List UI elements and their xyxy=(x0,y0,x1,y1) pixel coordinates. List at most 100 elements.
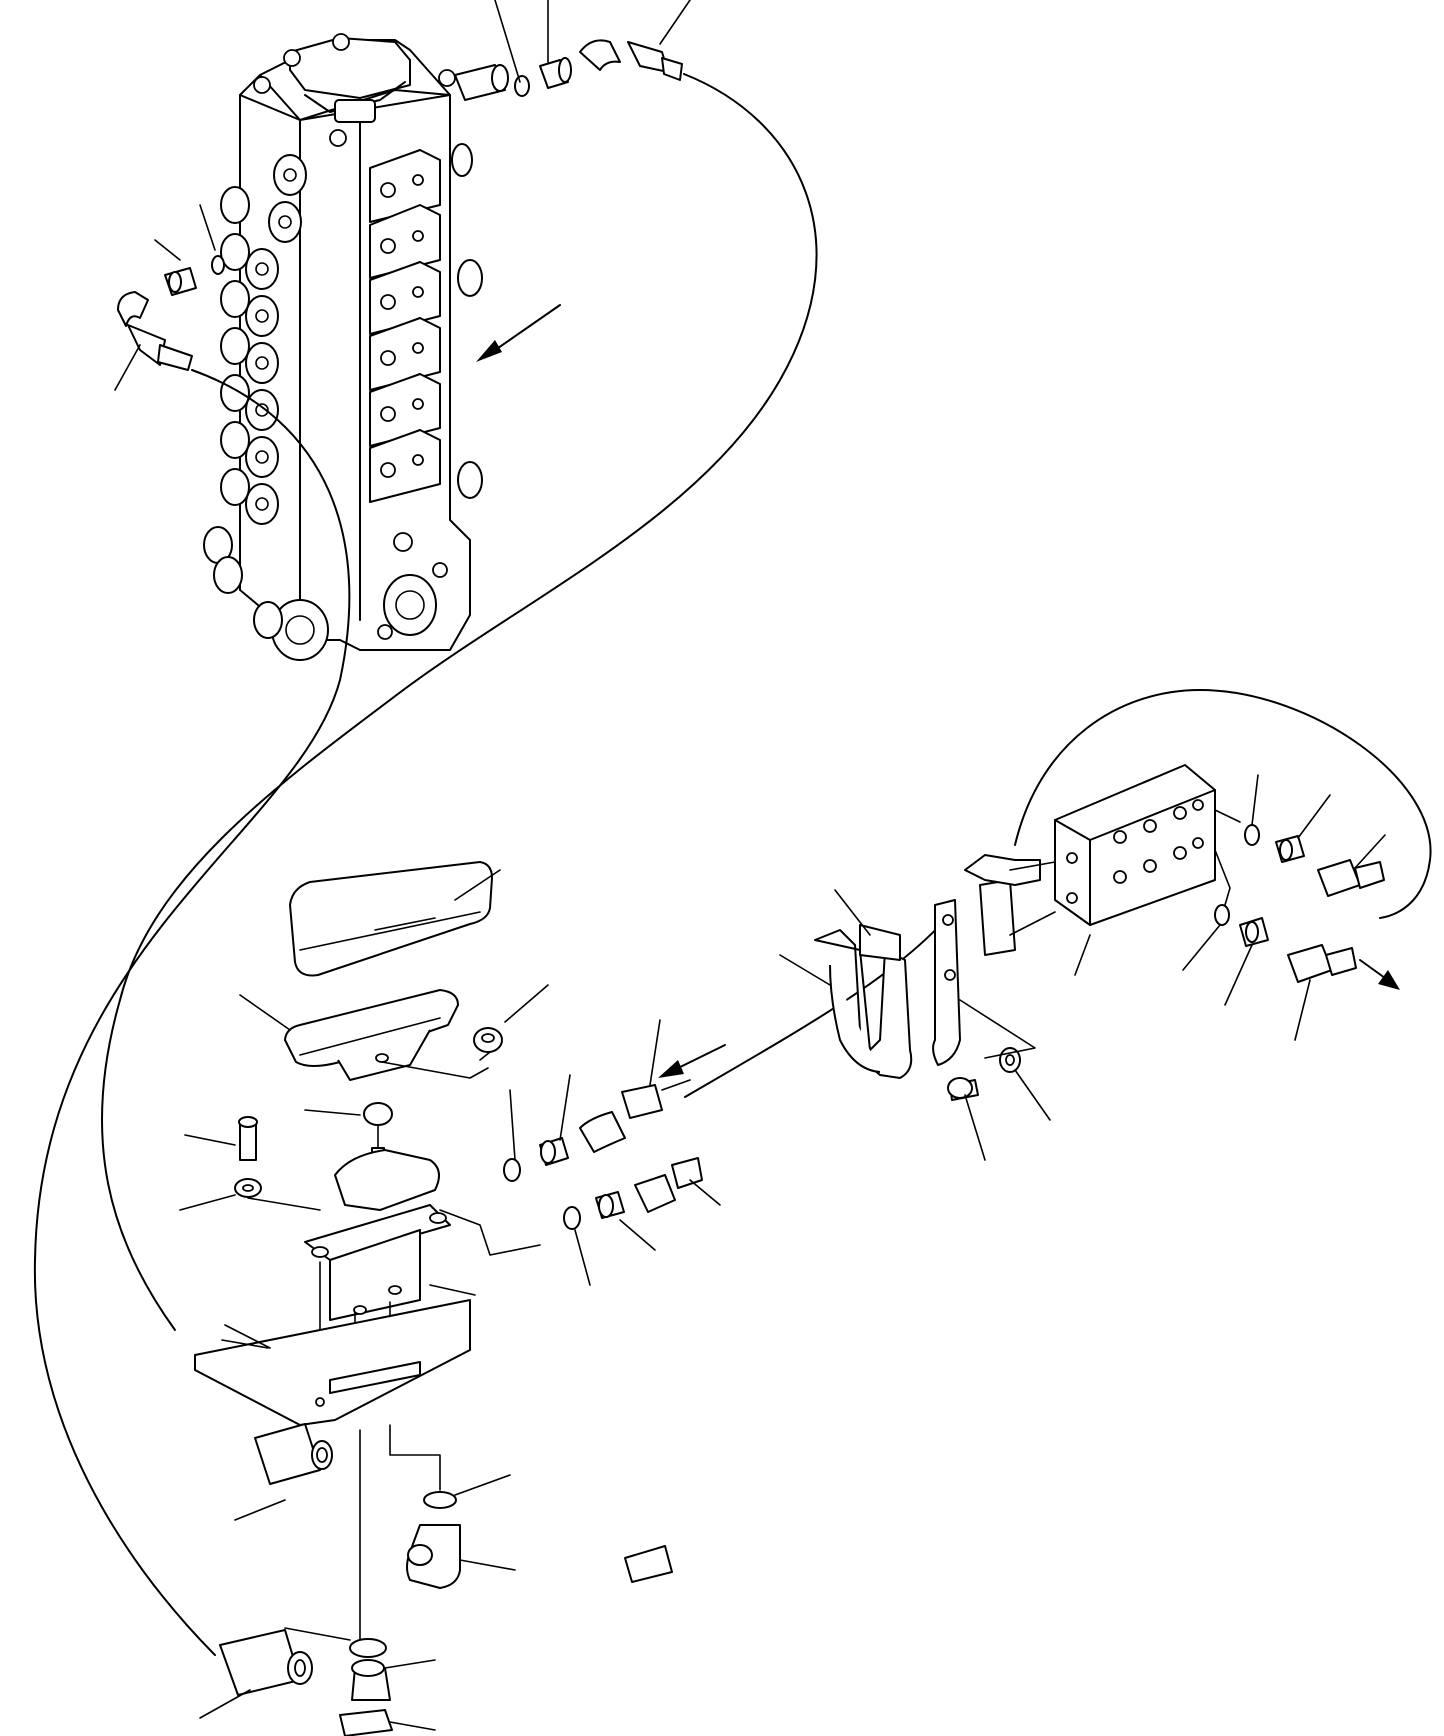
floor-plate xyxy=(194,1299,471,1426)
elbow-upper xyxy=(579,39,621,71)
clamp-bracket-assembly-part xyxy=(1005,1054,1015,1066)
junction-block-part xyxy=(1066,852,1078,864)
leader-lines-part xyxy=(454,869,501,901)
leader-lines-part xyxy=(494,0,521,83)
control-valve-part-part xyxy=(412,454,424,466)
elbow-lower-b xyxy=(339,1709,393,1736)
junction-block-part xyxy=(1009,911,1056,936)
leader-lines-part xyxy=(834,889,871,936)
control-valve-part-part xyxy=(220,374,250,412)
valve-left-fittings-part xyxy=(168,271,182,293)
clamp-bracket-assembly-part xyxy=(964,854,1041,886)
valve-upper-fittings-part xyxy=(661,57,683,81)
control-valve-part-part xyxy=(380,182,396,198)
control-valve-part-part xyxy=(220,468,250,506)
control-valve-part-part xyxy=(278,215,292,229)
lower-fittings xyxy=(219,1423,461,1736)
pedal-valve-fittings-part xyxy=(598,1194,614,1218)
leader-lines-part xyxy=(1224,944,1253,1006)
control-valve-part-part xyxy=(457,259,483,297)
pedal-assembly-part xyxy=(311,1246,329,1258)
leader-lines-part xyxy=(224,1324,271,1349)
control-valve-part xyxy=(393,532,413,552)
control-valve-part-part xyxy=(412,398,424,410)
lower-fittings-part xyxy=(351,1659,385,1677)
pedal-assembly-part xyxy=(299,1017,441,1056)
leader-lines-part xyxy=(659,0,691,45)
control-valve xyxy=(203,33,509,661)
leader-lines-part xyxy=(1251,774,1259,826)
bracket-plate xyxy=(979,879,1016,956)
control-valve-part-part xyxy=(380,350,396,366)
pedal-assembly-part xyxy=(374,917,436,931)
pedal-assembly-part xyxy=(299,911,481,951)
flow-arrows-part xyxy=(1378,970,1400,990)
flow-arrow-block xyxy=(1359,959,1386,979)
pedal-cover xyxy=(289,861,493,977)
pedal-assembly-part xyxy=(329,1361,421,1394)
clamp-bracket-assembly-part xyxy=(942,914,954,926)
pedal-valve-fittings xyxy=(503,1079,703,1583)
leader-lines-part xyxy=(504,984,549,1023)
flow-arrow-valve xyxy=(487,304,561,356)
pedal-assembly-part xyxy=(353,1305,367,1315)
control-valve-part xyxy=(491,64,509,92)
control-valve-part-part xyxy=(220,186,250,224)
pedal-assembly-part xyxy=(388,1285,402,1295)
pedal-valve-fittings-part xyxy=(671,1157,703,1189)
control-valve-part xyxy=(334,99,376,123)
control-valve-part-part xyxy=(245,436,279,478)
control-valve-part xyxy=(283,49,301,67)
hose-valve-to-pedal xyxy=(100,73,818,1331)
control-valve-part xyxy=(332,33,350,51)
leader-lines-part xyxy=(199,204,216,251)
control-valve-part-part xyxy=(283,168,297,182)
control-valve-part-part xyxy=(245,342,279,384)
leader-lines-part xyxy=(429,1284,476,1296)
valve-upper-fittings xyxy=(514,39,683,97)
control-valve-part-part xyxy=(412,342,424,354)
control-valve-part-part xyxy=(245,389,279,431)
control-valve-part-part xyxy=(457,461,483,499)
leader-lines-part xyxy=(384,1659,436,1669)
pedal-assembly-part xyxy=(375,1053,389,1063)
clamp-bracket-assembly-part xyxy=(944,969,956,981)
control-valve-part-part xyxy=(255,309,269,323)
leader-lines-part xyxy=(1354,834,1386,869)
control-valve-part xyxy=(438,69,456,87)
hose-valve-to-pedal-lower xyxy=(33,369,351,1656)
o-ring-b xyxy=(563,1206,581,1230)
o-ring-r1 xyxy=(1244,824,1260,846)
control-valve-part-part xyxy=(255,403,269,417)
block-fittings xyxy=(1214,809,1385,983)
hose-fitting-b xyxy=(634,1174,676,1213)
control-valve-part-part xyxy=(255,262,269,276)
pedal-assembly-part xyxy=(238,1116,258,1128)
o-ring-left xyxy=(211,255,225,275)
leader-lines-part xyxy=(234,1499,286,1521)
leader-lines xyxy=(114,0,1386,1731)
junction-block-part xyxy=(1173,846,1187,860)
valve-left-fittings-part xyxy=(157,344,193,371)
flow-arrows xyxy=(476,304,1400,1078)
leader-lines-part xyxy=(1074,934,1091,976)
clamp-bracket-assembly xyxy=(814,854,1056,1101)
leader-lines-part xyxy=(779,954,831,986)
leader-lines-part xyxy=(284,1627,351,1641)
valve-upper-fittings-part xyxy=(558,57,572,83)
control-valve-part-part xyxy=(253,601,283,639)
leader-lines-part xyxy=(154,239,181,261)
control-valve-part-part xyxy=(369,429,441,503)
leader-lines-part xyxy=(1182,924,1221,971)
control-valve-part-part xyxy=(380,462,396,478)
control-valve-part-part xyxy=(369,261,441,335)
block-fittings-part xyxy=(1214,809,1241,823)
control-valve-part-part xyxy=(245,295,279,337)
control-valve-part-part xyxy=(255,356,269,370)
block-fittings-part xyxy=(1245,921,1259,943)
clamp-bracket-assembly-part xyxy=(1009,861,1056,871)
control-valve-part-part xyxy=(369,317,441,391)
junction-block-part xyxy=(1113,870,1127,884)
leader-lines-part xyxy=(509,1089,516,1161)
control-valve-part-part xyxy=(220,233,250,271)
